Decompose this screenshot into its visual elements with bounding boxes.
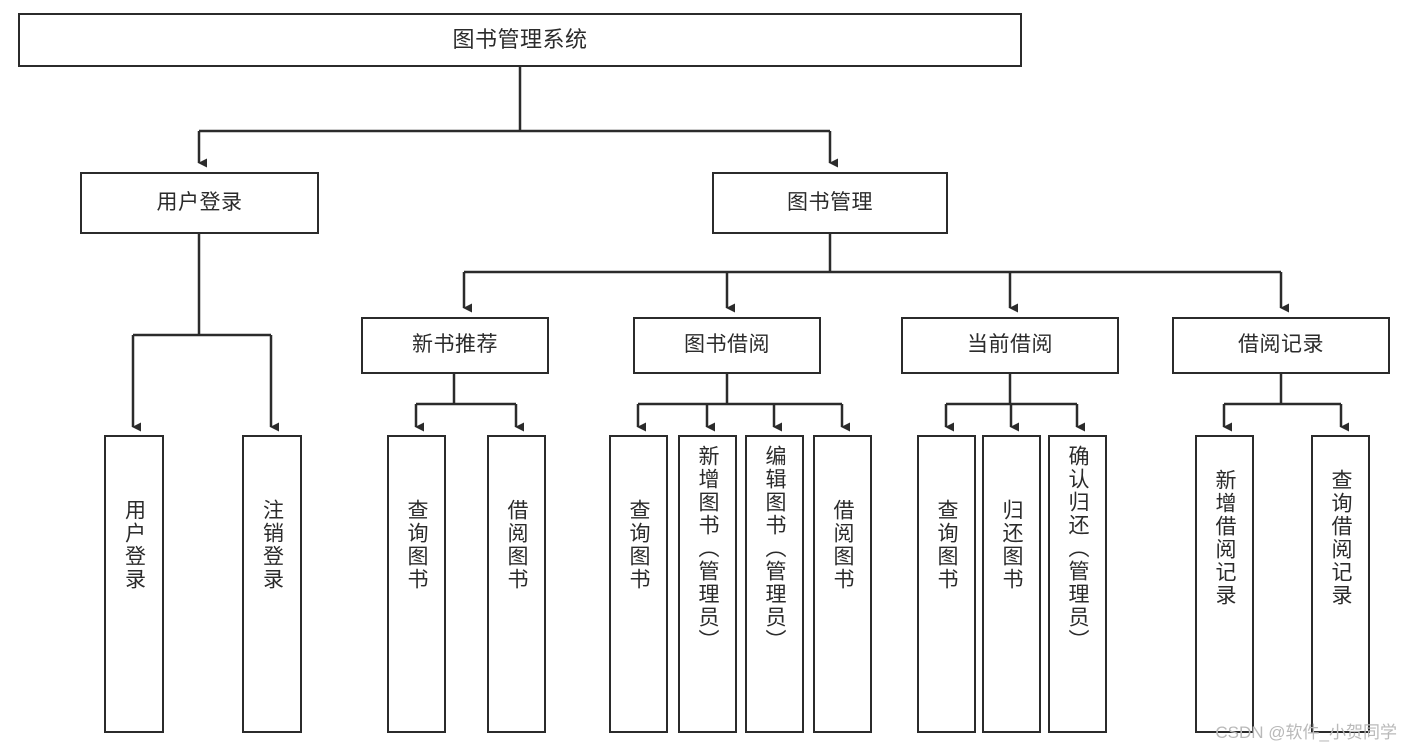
node-label: 借阅图书 <box>505 499 528 591</box>
node-label: 用户登录 <box>156 190 243 214</box>
node-label: 当前借阅 <box>967 333 1053 357</box>
leaf-user-login-login[interactable]: 用户登录 <box>104 435 164 733</box>
node-user-login[interactable]: 用户登录 <box>80 172 319 234</box>
node-label: 图书管理系统 <box>452 27 588 53</box>
node-label: 注销登录 <box>260 499 284 591</box>
node-root-system[interactable]: 图书管理系统 <box>18 13 1022 67</box>
node-label: 查询图书 <box>627 499 650 591</box>
node-label: 新增借阅记录 <box>1213 469 1236 607</box>
leaf-borrow-add-book-admin[interactable]: 新增图书（管理员） <box>678 435 737 733</box>
leaf-current-return-book[interactable]: 归还图书 <box>982 435 1041 733</box>
watermark-text: CSDN @软件_小贺同学 <box>1215 723 1397 742</box>
leaf-current-query-book[interactable]: 查询图书 <box>917 435 976 733</box>
leaf-user-login-logout[interactable]: 注销登录 <box>242 435 302 733</box>
node-label: 图书管理 <box>787 190 873 214</box>
node-current-borrow[interactable]: 当前借阅 <box>901 317 1119 374</box>
leaf-borrow-edit-book-admin[interactable]: 编辑图书（管理员） <box>745 435 804 733</box>
node-label: 借阅图书 <box>831 499 854 591</box>
leaf-records-add-record[interactable]: 新增借阅记录 <box>1195 435 1254 733</box>
node-borrow-records[interactable]: 借阅记录 <box>1172 317 1390 374</box>
node-label: 用户登录 <box>122 499 146 591</box>
leaf-borrow-query-book[interactable]: 查询图书 <box>609 435 668 733</box>
node-book-borrow[interactable]: 图书借阅 <box>633 317 821 374</box>
node-label: 借阅记录 <box>1238 333 1324 357</box>
leaf-current-confirm-return-admin[interactable]: 确认归还（管理员） <box>1048 435 1107 733</box>
leaf-records-query-record[interactable]: 查询借阅记录 <box>1311 435 1370 733</box>
node-label: 查询图书 <box>935 499 958 591</box>
node-label: 确认归还（管理员） <box>1066 445 1089 652</box>
node-label: 新书推荐 <box>412 333 498 357</box>
node-label: 编辑图书（管理员） <box>763 445 786 652</box>
node-label: 查询借阅记录 <box>1329 469 1352 607</box>
node-new-book-recommend[interactable]: 新书推荐 <box>361 317 549 374</box>
node-label: 图书借阅 <box>684 333 770 357</box>
leaf-recommend-borrow-book[interactable]: 借阅图书 <box>487 435 546 733</box>
node-book-management[interactable]: 图书管理 <box>712 172 948 234</box>
node-label: 新增图书（管理员） <box>696 445 719 652</box>
leaf-recommend-query-book[interactable]: 查询图书 <box>387 435 446 733</box>
leaf-borrow-borrow-book[interactable]: 借阅图书 <box>813 435 872 733</box>
node-label: 查询图书 <box>405 499 428 591</box>
node-label: 归还图书 <box>1000 499 1023 591</box>
